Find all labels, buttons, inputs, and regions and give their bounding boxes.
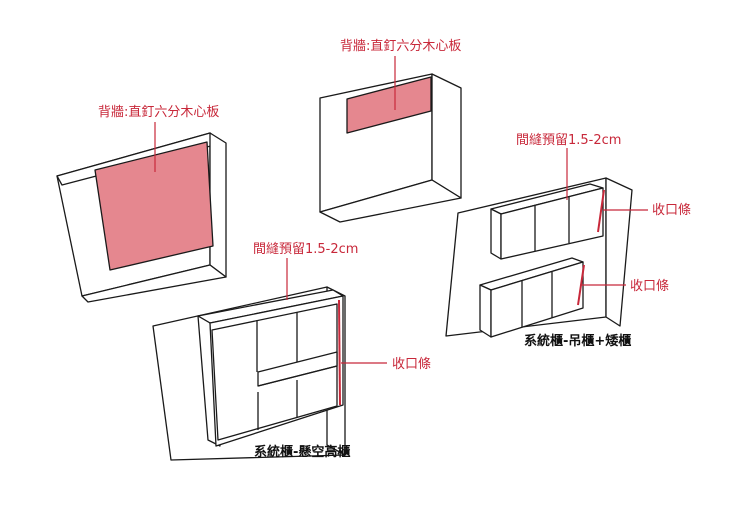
left-backboard-panel (94, 141, 214, 271)
upper-trim-strip (597, 189, 605, 233)
tall-cabinet-face-frame (211, 303, 338, 441)
label-back-wall-left: 背牆:直釘六分木心板 (98, 104, 219, 120)
label-trim-center: 收口條 (392, 357, 431, 372)
left-wall-side-return (209, 132, 227, 278)
top-wall-floor-edge (319, 179, 462, 223)
lower-cabinet-front (490, 261, 584, 338)
label-back-wall-top: 背牆:直釘六分木心板 (340, 38, 461, 54)
wall-diagram-left (56, 132, 227, 303)
caption-right-diagram: 系統櫃-吊櫃+矮櫃 (524, 333, 631, 349)
lower-cabinet-side (479, 284, 492, 338)
tall-cabinet-shelf-edge (257, 365, 338, 387)
top-wall-side-return (431, 73, 462, 199)
label-trim-lower-right: 收口條 (630, 279, 669, 294)
upper-cabinet-front (500, 187, 604, 260)
caption-center-diagram: 系統櫃-懸空高櫃 (254, 444, 350, 460)
wall-diagram-top (319, 73, 462, 223)
left-wall-floor-edge (81, 264, 227, 303)
label-gap-center: 間縫預留1.5-2cm (253, 242, 358, 257)
top-backboard-panel (346, 76, 432, 134)
upper-cabinet-side (490, 208, 502, 260)
cabinet-diagram-right (445, 177, 633, 338)
cabinet-diagram-center (152, 286, 346, 461)
center-trim-strip (338, 299, 341, 406)
label-trim-upper-right: 收口條 (652, 203, 691, 218)
right-wall-side-return (605, 177, 633, 327)
label-gap-right: 間縫預留1.5-2cm (516, 133, 621, 148)
